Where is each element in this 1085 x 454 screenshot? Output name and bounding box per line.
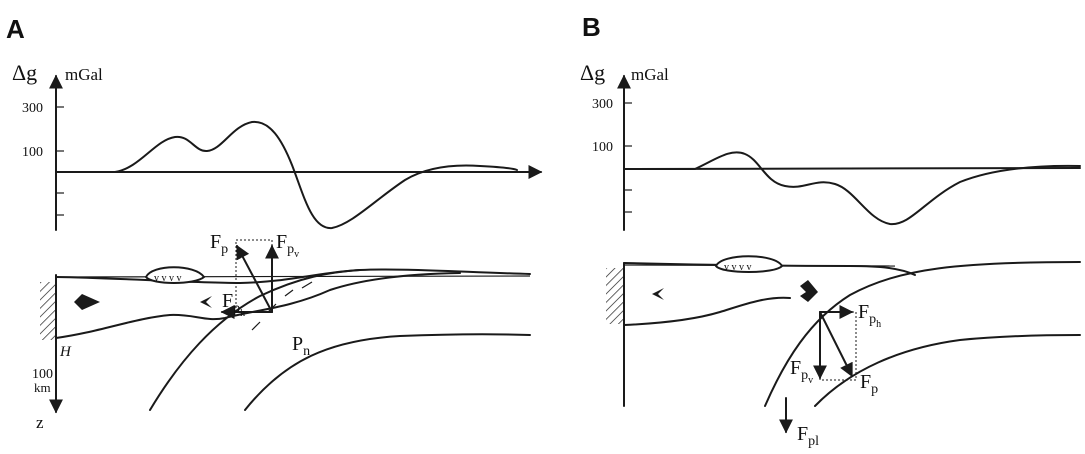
panel-a-tick-300-label: 300 [22,101,43,116]
panel-b-dg-label: Δg [580,60,605,85]
panel-a-arc-pattern: v v v v [154,273,182,284]
panel-b-unit-label: mGal [631,65,669,84]
panel-a-fp-arrow [237,246,272,312]
panel-a-motion-arrow-icon [74,294,100,310]
panel-b-backarc-arrow-icon [652,288,664,300]
panel-a-fpv-label: Fpv [276,231,299,260]
panel-b-fp-arrow [820,312,852,376]
panel-a-cross-section: v v v v [40,267,530,412]
panel-a-pressure-arrow-1 [252,322,260,330]
panel-b-fph-label: Fph [858,301,881,330]
panel-a-backarc-arrow-icon [200,296,212,308]
panel-b-fp-label: Fp [860,371,878,397]
panel-a-backstop-hatch [40,282,56,340]
panel-a-depth-z-label: z [36,413,44,432]
panel-b-fpl-label: Fpl [797,423,819,449]
panel-b-slab-bottom [815,335,1080,406]
panel-b-gravity-curve [624,152,1080,224]
panel-a-pn-label: Pn [292,333,310,359]
panel-a-h-label: H [59,344,72,360]
panel-b-gravity-axes: Δg mGal 300 100 [580,60,1080,230]
panel-b-motion-arrow-icon [800,280,818,302]
panel-b-fpv-label: Fpv [790,357,813,386]
panel-b-cross-section: v v v v [606,256,1080,406]
panel-a-dg-label: Δg [12,60,37,85]
panel-b-tick-100-label: 100 [592,140,613,155]
panel-b-backstop-hatch [606,268,624,324]
panel-b-arc-pattern: v v v v [724,262,752,273]
panel-b-moho [624,298,790,325]
panel-a-pressure-arrow-4 [302,282,312,288]
panel-a-gravity-curve [56,122,517,228]
panel-a-slab-bottom [245,334,530,410]
panel-a-sea-level [56,276,530,277]
panel-b-tick-300-label: 300 [592,97,613,112]
panel-a-depth-km-label: km [34,380,51,395]
panel-a-fph-label: Fph [222,290,245,319]
panel-a-gravity-axes: Δg mGal 300 100 [12,60,541,230]
panel-a: Δg mGal 300 100 v v v v [12,60,541,432]
panel-a-pressure-arrow-3 [285,290,293,296]
panel-a-unit-label: mGal [65,65,103,84]
panel-a-tick-100-label: 100 [22,145,43,160]
panel-b: Δg mGal 300 100 v v v v Fph Fp [580,60,1080,449]
panel-a-fp-label: Fp [210,231,228,257]
